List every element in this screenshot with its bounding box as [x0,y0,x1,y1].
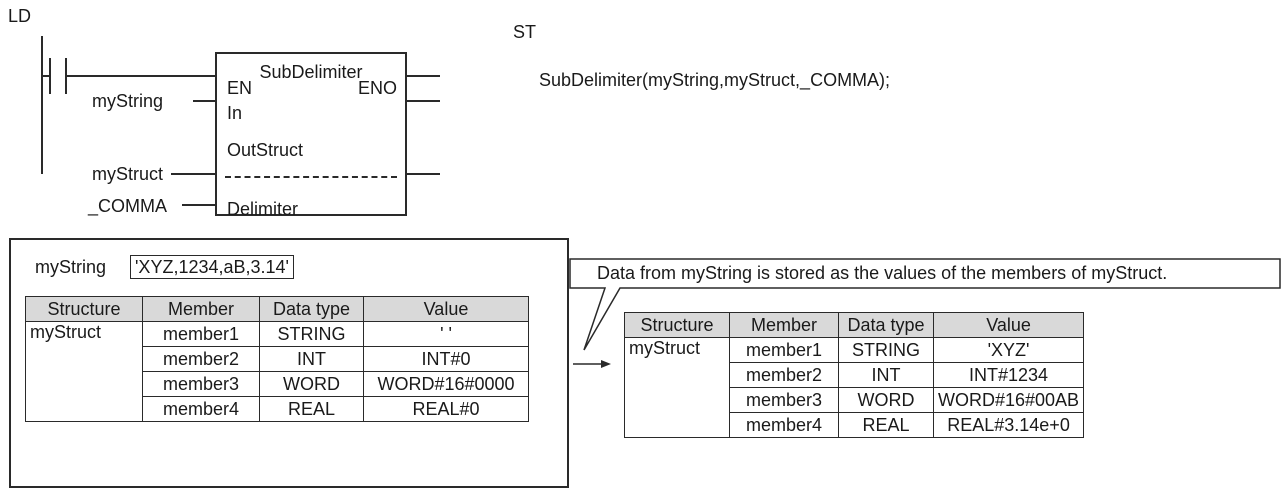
type-cell: WORD [259,371,364,397]
var-in-label: myString [92,91,164,111]
member-cell: member2 [142,346,260,372]
table-header-row: Structure Member Data type Value [624,312,1085,338]
struct-name: myStruct [624,337,730,438]
value-cell: ' ' [363,321,529,347]
callout-bubble [569,258,1281,351]
col-member: Member [729,312,839,338]
function-block: SubDelimiter EN ENO In OutStruct Delimit… [215,52,407,219]
pin-eno: ENO [357,78,397,98]
value-cell: 'XYZ' [932,337,1085,363]
member-cell: member2 [729,362,839,388]
member-cell: member1 [142,321,260,347]
after-table: Structure Member Data type Value myStruc… [624,312,1085,438]
value-cell: WORD#16#0000 [363,371,529,397]
type-cell: WORD [838,387,934,413]
arrow-head-icon [601,360,611,368]
member-cell: member4 [142,396,260,422]
type-cell: STRING [838,337,934,363]
value-cell: WORD#16#00AB [932,387,1085,413]
col-value: Value [932,312,1085,338]
type-cell: STRING [259,321,364,347]
before-table: Structure Member Data type Value myStruc… [25,296,529,422]
col-structure: Structure [25,296,143,322]
table-row: member3 WORD WORD#16#00AB [625,387,1085,413]
col-structure: Structure [624,312,730,338]
table-row: member4 REAL REAL#0 [26,396,529,422]
type-cell: REAL [838,412,934,438]
value-cell: REAL#3.14e+0 [932,412,1085,438]
st-code: SubDelimiter(myString,myStruct,_COMMA); [539,70,891,90]
pin-delimiter: Delimiter [227,199,299,219]
table-row: member3 WORD WORD#16#0000 [26,371,529,397]
struct-name: myStruct [25,321,143,422]
value-cell: INT#0 [363,346,529,372]
col-data-type: Data type [838,312,934,338]
table-header-row: Structure Member Data type Value [25,296,529,322]
table-row: member4 REAL REAL#3.14e+0 [625,412,1085,438]
col-value: Value [363,296,529,322]
pin-outstruct: OutStruct [227,140,304,160]
col-member: Member [142,296,260,322]
pin-en: EN [227,78,253,98]
table-row: member2 INT INT#0 [26,346,529,372]
pin-in: In [227,103,243,123]
value-cell: REAL#0 [363,396,529,422]
table-row: myStruct member1 STRING 'XYZ' [624,337,1085,438]
var-delim-label: _COMMA [88,196,168,216]
inout-divider [225,176,397,178]
member-cell: member3 [142,371,260,397]
ld-heading: LD [8,6,32,26]
table-row: myStruct member1 STRING ' ' [25,321,529,422]
type-cell: INT [259,346,364,372]
col-data-type: Data type [259,296,364,322]
table-row: member2 INT INT#1234 [625,362,1085,388]
var-out-label: myStruct [92,164,164,184]
mystring-label: myString [35,257,107,277]
type-cell: REAL [259,396,364,422]
member-cell: member3 [729,387,839,413]
type-cell: INT [838,362,934,388]
fb-name: SubDelimiter [259,62,363,82]
member-cell: member1 [729,337,839,363]
member-cell: member4 [729,412,839,438]
st-heading: ST [513,22,537,42]
value-cell: INT#1234 [932,362,1085,388]
callout-text: Data from myString is stored as the valu… [597,263,1168,283]
mystring-value: 'XYZ,1234,aB,3.14' [130,255,294,279]
